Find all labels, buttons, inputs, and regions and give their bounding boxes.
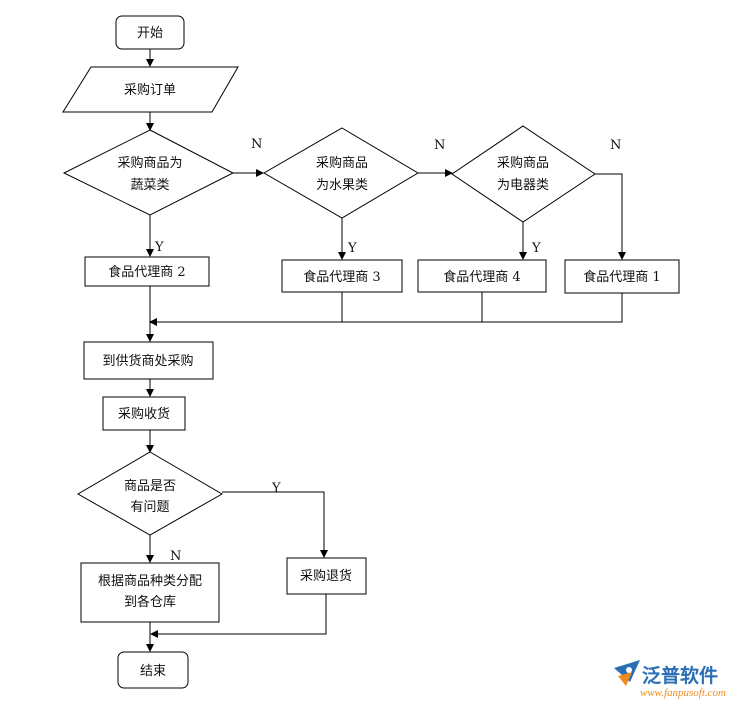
no-label-fruit: N: [434, 138, 445, 153]
yes-label-problem: Y: [271, 481, 281, 496]
decision-fruit-line1: 采购商品: [316, 155, 368, 171]
decision-fruit: [262, 127, 419, 219]
distribute-line2: 到各仓库: [124, 594, 176, 610]
decision-problem-line2: 有问题: [130, 500, 169, 515]
no-label-veg: N: [251, 137, 262, 152]
decision-veg: [62, 129, 235, 216]
agent2-box: [84, 256, 210, 287]
return-box: [286, 557, 367, 595]
yes-label-fruit: Y: [347, 241, 357, 256]
yes-label-elec: Y: [531, 241, 541, 256]
start-terminator: [115, 15, 185, 50]
decision-veg-line2: 蔬菜类: [130, 178, 169, 193]
agent3-label: 食品代理商 3: [303, 269, 380, 285]
agent3-box: [281, 259, 403, 293]
start-label: 开始: [137, 26, 163, 41]
order-parallelogram: [62, 66, 239, 113]
connectors: [146, 49, 626, 652]
decision-problem: [76, 451, 224, 536]
node-labels: 开始 采购订单 采购商品为 蔬菜类 采购商品 为水果类 采购商品 为电器类 食品…: [98, 26, 661, 679]
decision-elec: [451, 125, 596, 223]
shapes: [62, 15, 680, 689]
decision-elec-line2: 为电器类: [497, 178, 549, 193]
decision-veg-line1: 采购商品为: [117, 155, 182, 171]
distribute-box: [80, 562, 220, 623]
no-label-elec: N: [610, 138, 621, 153]
end-terminator: [117, 651, 189, 689]
purchase-box: [83, 341, 214, 380]
receive-box: [102, 396, 186, 431]
decision-elec-line1: 采购商品: [497, 155, 549, 171]
agent1-box: [564, 259, 680, 294]
order-label: 采购订单: [124, 82, 176, 98]
no-label-problem: N: [170, 549, 181, 564]
return-label: 采购退货: [300, 568, 352, 584]
logo-url: www.fanpusoft.com: [640, 687, 726, 699]
agent4-label: 食品代理商 4: [443, 269, 520, 285]
arrow-elec-no: [595, 173, 626, 260]
branch-labels: N N N Y Y Y Y N: [154, 137, 621, 564]
watermark-logo: 泛普软件 www.fanpusoft.com: [614, 660, 726, 699]
arrow-problem-yes: [222, 491, 328, 558]
purchase-label: 到供货商处采购: [102, 353, 193, 369]
yes-label-veg: Y: [154, 240, 164, 255]
merge-line-agents: [149, 293, 623, 326]
agent4-box: [417, 259, 547, 293]
agent1-label: 食品代理商 1: [583, 269, 660, 285]
decision-fruit-line2: 为水果类: [316, 178, 368, 193]
receive-label: 采购收货: [118, 406, 170, 422]
logo-emblem-icon: [614, 660, 640, 686]
decision-problem-line1: 商品是否: [124, 479, 176, 494]
logo-name: 泛普软件: [642, 664, 718, 687]
distribute-line1: 根据商品种类分配: [98, 574, 202, 589]
agent2-label: 食品代理商 2: [108, 264, 185, 280]
end-label: 结束: [140, 664, 166, 679]
arrow-return-to-end: [150, 594, 327, 638]
